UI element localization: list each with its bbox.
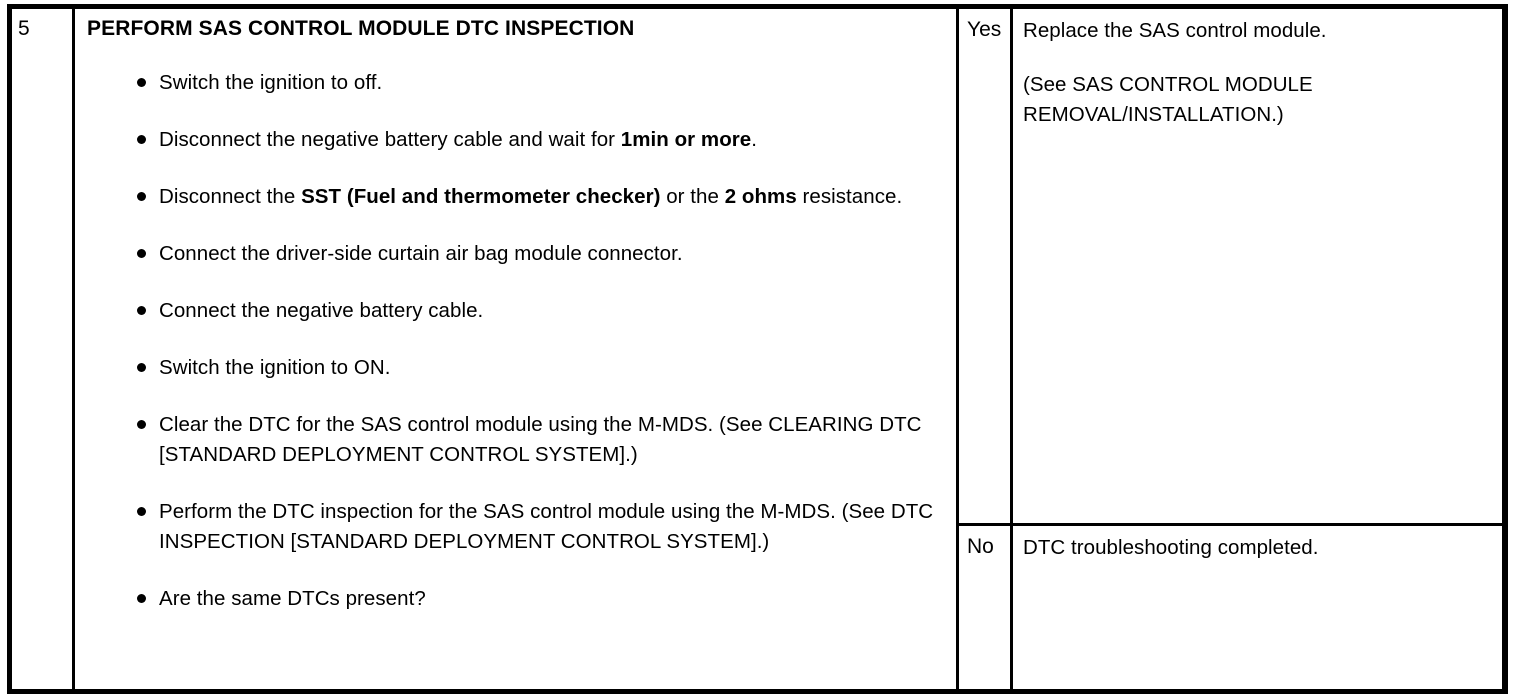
answer-label-no-text: No <box>967 535 994 558</box>
list-item: Disconnect the negative battery cable an… <box>87 125 948 155</box>
list-item-text: Disconnect the negative battery cable an… <box>159 128 758 151</box>
answer-action-yes-reference: (See SAS CONTROL MODULE REMOVAL/INSTALLA… <box>1023 73 1313 126</box>
list-item-text: Connect the driver-side curtain air bag … <box>159 242 683 265</box>
list-item: Switch the ignition to ON. <box>87 353 948 383</box>
bullet-dot-icon <box>137 192 146 201</box>
answer-label-yes-text: Yes <box>967 18 1002 41</box>
answer-action-yes-primary: Replace the SAS control module. <box>1023 19 1327 42</box>
list-item-text: Perform the DTC inspection for the SAS c… <box>159 500 934 553</box>
list-item: Clear the DTC for the SAS control module… <box>87 410 948 470</box>
list-item-text: Connect the negative battery cable. <box>159 299 484 322</box>
list-item-text: Switch the ignition to ON. <box>159 356 391 379</box>
list-item: Connect the negative battery cable. <box>87 296 948 326</box>
inspection-title: PERFORM SAS CONTROL MODULE DTC INSPECTIO… <box>87 17 635 40</box>
inspection-body-column: PERFORM SAS CONTROL MODULE DTC INSPECTIO… <box>75 9 959 689</box>
list-item-text: Switch the ignition to off. <box>159 71 383 94</box>
list-item-text: Are the same DTCs present? <box>159 587 426 610</box>
list-item: Perform the DTC inspection for the SAS c… <box>87 497 948 557</box>
step-number: 5 <box>18 17 30 40</box>
bullet-dot-icon <box>137 306 146 315</box>
list-item: Are the same DTCs present? <box>87 584 948 614</box>
bullet-dot-icon <box>137 249 146 258</box>
list-item: Switch the ignition to off. <box>87 68 948 98</box>
answer-action-no-primary: DTC troubleshooting completed. <box>1023 536 1319 559</box>
bullet-dot-icon <box>137 363 146 372</box>
bullet-dot-icon <box>137 78 146 87</box>
list-item-text: Clear the DTC for the SAS control module… <box>159 413 922 466</box>
answer-label-no: No <box>959 526 1013 689</box>
bullet-dot-icon <box>137 507 146 516</box>
answers-column: Yes Replace the SAS control module. (See… <box>959 9 1502 689</box>
bullet-dot-icon <box>137 594 146 603</box>
list-item: Disconnect the SST (Fuel and thermometer… <box>87 182 948 212</box>
answer-action-no: DTC troubleshooting completed. <box>1013 526 1502 689</box>
bullet-dot-icon <box>137 420 146 429</box>
answer-row-yes: Yes Replace the SAS control module. (See… <box>959 9 1502 526</box>
answer-label-yes: Yes <box>959 9 1013 523</box>
list-item-text: Disconnect the SST (Fuel and thermometer… <box>159 185 903 208</box>
inspection-step-list: Switch the ignition to off. Disconnect t… <box>87 68 948 614</box>
dtc-troubleshooting-table: 5 PERFORM SAS CONTROL MODULE DTC INSPECT… <box>7 4 1508 694</box>
answer-action-yes: Replace the SAS control module. (See SAS… <box>1013 9 1502 523</box>
answer-row-no: No DTC troubleshooting completed. <box>959 526 1502 689</box>
bullet-dot-icon <box>137 135 146 144</box>
step-number-column: 5 <box>12 9 75 689</box>
list-item: Connect the driver-side curtain air bag … <box>87 239 948 269</box>
